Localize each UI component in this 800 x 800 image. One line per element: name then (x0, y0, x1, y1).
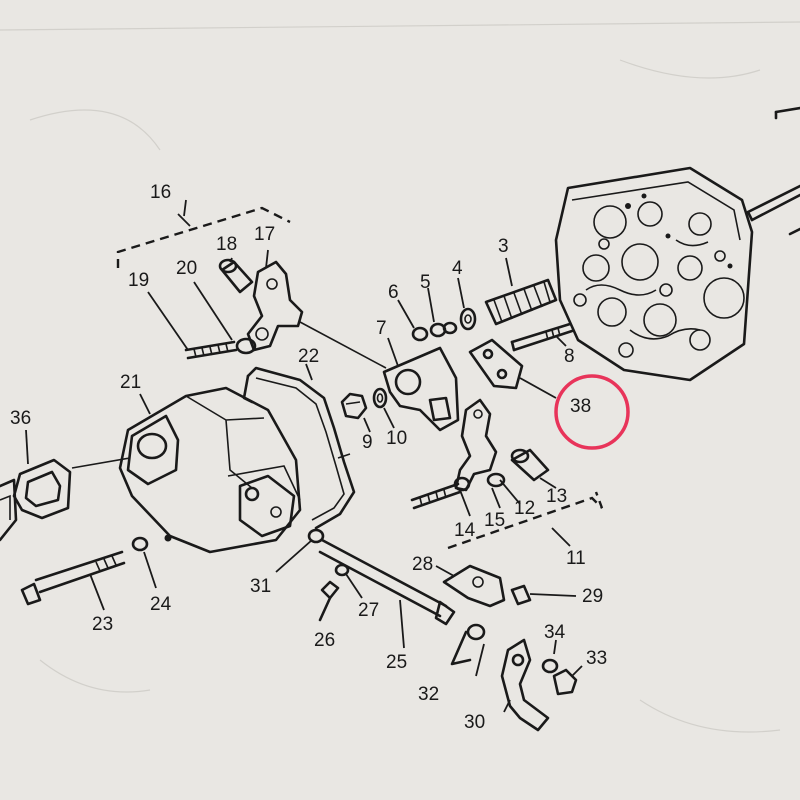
part-21-cover-housing (71, 386, 302, 554)
label-8: 8 (564, 346, 575, 367)
part-11-rocker-arm (454, 398, 498, 492)
label-26: 26 (314, 630, 335, 651)
label-3: 3 (498, 236, 509, 257)
label-14: 14 (454, 520, 476, 541)
part-18-roller (218, 258, 254, 294)
part-28-lever (435, 564, 506, 608)
part-23-long-bolt (20, 550, 126, 611)
part-10-washer (372, 387, 388, 409)
label-11: 11 (566, 548, 586, 569)
label-10: 10 (386, 428, 407, 449)
highlight-circle (554, 374, 630, 450)
label-30: 30 (464, 712, 485, 733)
top-right-pins (746, 106, 800, 236)
part-24-washer (131, 536, 157, 589)
label-19: 19 (128, 270, 149, 291)
label-17: 17 (254, 224, 275, 245)
label-36: 36 (10, 408, 31, 429)
part-6-cap (411, 326, 429, 342)
part-4-washer (459, 307, 477, 331)
label-15: 15 (484, 510, 505, 531)
part-22-pipe (242, 366, 356, 530)
part-27-clip (334, 563, 363, 599)
label-31: 31 (250, 576, 271, 597)
part-32-pin (450, 623, 486, 666)
label-28: 28 (412, 554, 433, 575)
label-9: 9 (362, 432, 373, 453)
part-8-valve-stem (510, 322, 574, 352)
part-38-gasket-plate (468, 338, 524, 390)
part-31-bushing (275, 528, 325, 573)
part-13-roller (510, 448, 550, 482)
label-13: 13 (546, 486, 567, 507)
label-7: 7 (376, 318, 387, 339)
part-5-collets (429, 321, 458, 338)
label-5: 5 (420, 272, 431, 293)
assembly-11-bracket (447, 491, 604, 550)
part-34-washer (541, 658, 559, 674)
label-33: 33 (586, 648, 607, 669)
assembly-16-bracket (116, 199, 291, 268)
label-16: 16 (150, 182, 171, 203)
part-7-housing (382, 346, 460, 432)
part-17-rocker-arm (246, 260, 304, 352)
part-25-shaft (318, 538, 456, 649)
label-24: 24 (150, 594, 172, 615)
leader-lines (139, 249, 567, 677)
label-38: 38 (570, 396, 591, 417)
part-20-ring (235, 337, 257, 355)
label-25: 25 (386, 652, 407, 673)
label-4: 4 (452, 258, 463, 279)
label-27: 27 (358, 600, 379, 621)
part-12-ring (486, 472, 506, 488)
part-14-bolt (410, 482, 462, 510)
paper-texture (0, 21, 800, 733)
label-12: 12 (514, 498, 535, 519)
pushrod-line (299, 321, 387, 369)
label-23: 23 (92, 614, 113, 635)
label-18: 18 (216, 234, 237, 255)
label-29: 29 (582, 586, 603, 607)
part-9-nut (340, 392, 368, 420)
part-labels: 16 18 17 20 19 3 4 5 6 7 8 22 21 38 9 10… (10, 182, 607, 733)
part-19-bolt (184, 340, 238, 360)
part-29-nut (510, 584, 577, 606)
part-36-bracket (0, 429, 72, 542)
part-30-throttle-lever (500, 638, 550, 732)
label-20: 20 (176, 258, 197, 279)
label-32: 32 (418, 684, 439, 705)
label-34: 34 (544, 622, 566, 643)
label-21: 21 (120, 372, 141, 393)
part-26-screw (318, 580, 340, 622)
engine-block-outline (554, 166, 754, 382)
part-33-nut (552, 665, 583, 696)
part-3-spring (484, 278, 558, 326)
label-6: 6 (388, 282, 399, 303)
label-22: 22 (298, 346, 319, 367)
